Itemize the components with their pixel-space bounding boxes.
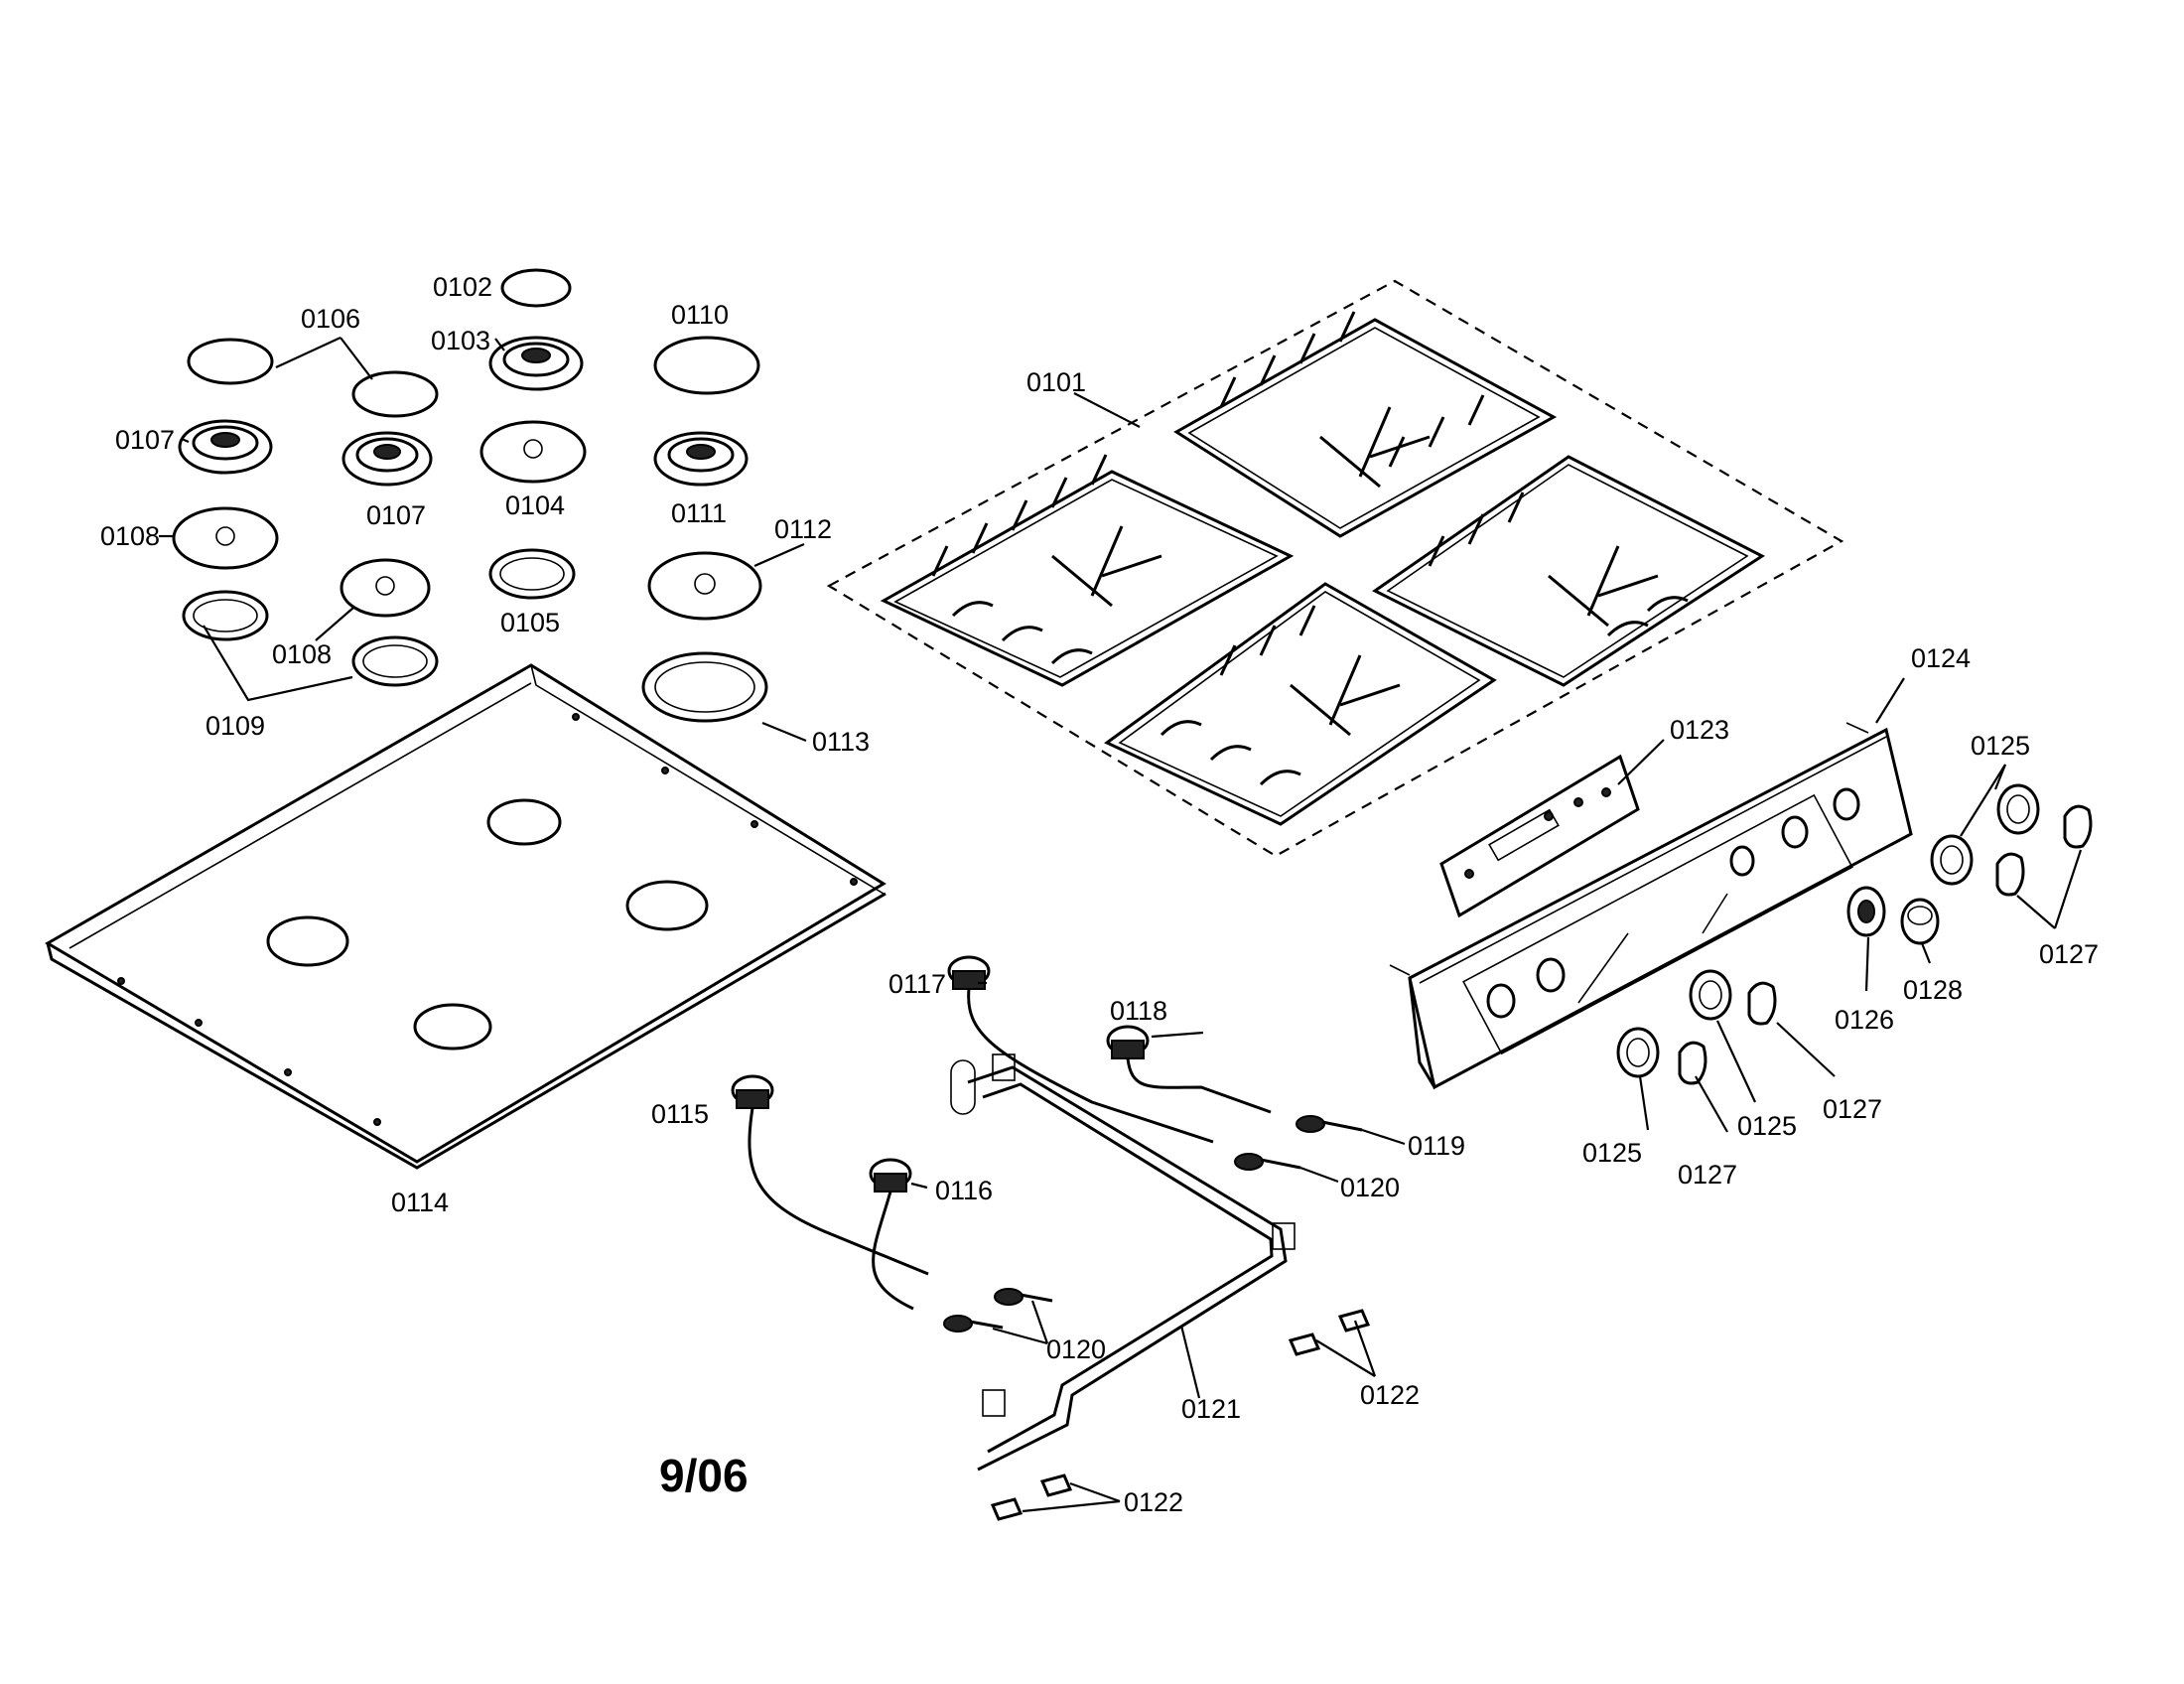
label-0127-b: 0127 — [1823, 1094, 1882, 1124]
part-0122-clip-a[interactable] — [1288, 1333, 1321, 1356]
part-0115-valve[interactable] — [731, 1074, 929, 1276]
label-0117: 0117 — [888, 969, 946, 999]
part-0125-bezel-a[interactable] — [1996, 783, 2040, 835]
label-0126: 0126 — [1835, 1005, 1894, 1035]
part-0120-orifice-left-a[interactable] — [994, 1288, 1053, 1306]
gas-system-group — [731, 955, 1371, 1521]
label-0106: 0106 — [301, 304, 360, 334]
part-0125-bezel-c[interactable] — [1689, 969, 1732, 1021]
part-0122-clip-b[interactable] — [1337, 1309, 1371, 1333]
label-0107-left: 0107 — [115, 425, 175, 455]
part-0112-spreader[interactable] — [647, 551, 762, 621]
label-0118: 0118 — [1110, 996, 1167, 1026]
label-0102: 0102 — [433, 272, 492, 302]
label-0113: 0113 — [812, 727, 870, 757]
label-0101: 0101 — [1026, 367, 1086, 397]
grate-back-left — [880, 454, 1295, 687]
date-code: 9/06 — [659, 1450, 749, 1501]
part-0121-manifold[interactable] — [950, 1053, 1296, 1472]
part-0127-knob-d[interactable] — [1678, 1041, 1707, 1085]
part-0102-cap[interactable] — [500, 268, 572, 308]
part-0120-orifice-right[interactable] — [1234, 1153, 1301, 1171]
label-0108-center: 0108 — [272, 639, 332, 669]
part-0104-spreader[interactable] — [479, 420, 587, 484]
grate-front-right — [1372, 455, 1765, 687]
part-0108-spreader-center[interactable] — [340, 558, 431, 618]
label-0127-a: 0127 — [2039, 939, 2099, 969]
label-0124: 0124 — [1911, 643, 1971, 673]
part-0113-ring[interactable] — [641, 651, 768, 723]
label-0122-right: 0122 — [1360, 1380, 1420, 1410]
part-0124-control-panel[interactable] — [1389, 722, 1913, 1090]
part-0122-clip-c[interactable] — [990, 1497, 1024, 1521]
part-0101-grates[interactable] — [826, 279, 1844, 858]
part-0123-control-board[interactable] — [1439, 754, 1640, 918]
part-0107-burner-head-left[interactable] — [178, 419, 273, 475]
burner-parts-group — [172, 268, 768, 723]
label-0125-a: 0125 — [1971, 731, 2030, 761]
knobs-group — [1616, 783, 2093, 1085]
label-0110: 0110 — [671, 300, 729, 330]
label-0116: 0116 — [935, 1176, 993, 1205]
part-0125-bezel-b[interactable] — [1930, 834, 1974, 886]
part-0105-ring[interactable] — [488, 548, 576, 600]
label-0125-c: 0125 — [1582, 1138, 1642, 1168]
part-0127-knob-c[interactable] — [1747, 981, 1777, 1026]
label-0111: 0111 — [671, 498, 727, 528]
part-0127-knob-a[interactable] — [2063, 804, 2093, 849]
label-0122-bottom: 0122 — [1124, 1487, 1183, 1517]
grate-back-right — [1173, 311, 1558, 538]
label-0107-center: 0107 — [366, 500, 426, 530]
label-0115: 0115 — [651, 1099, 709, 1129]
label-0121: 0121 — [1181, 1394, 1241, 1424]
part-0103-burner-head[interactable] — [488, 336, 584, 391]
label-0108-left: 0108 — [100, 521, 160, 551]
part-0114-cooktop-panel[interactable] — [45, 663, 887, 1170]
part-0106-cap-right[interactable] — [351, 370, 439, 418]
label-0123: 0123 — [1670, 715, 1729, 745]
part-labels: 0101 0102 0103 0106 0110 0107 0107 0104 … — [100, 272, 2099, 1517]
part-0106-cap-left[interactable] — [187, 338, 274, 385]
label-0105: 0105 — [500, 608, 560, 637]
part-0126-knob-seat[interactable] — [1846, 886, 1886, 937]
label-0104: 0104 — [505, 491, 565, 520]
label-0114: 0114 — [391, 1188, 449, 1217]
label-0109: 0109 — [205, 711, 265, 741]
label-0103: 0103 — [431, 326, 490, 355]
label-0125-b: 0125 — [1737, 1111, 1797, 1141]
part-0116-valve[interactable] — [869, 1158, 914, 1311]
label-0119: 0119 — [1408, 1131, 1465, 1161]
label-0128: 0128 — [1903, 975, 1963, 1005]
part-0117-valve[interactable] — [947, 955, 1214, 1144]
part-0128-knob[interactable] — [1900, 898, 1940, 945]
part-0125-bezel-d[interactable] — [1616, 1027, 1660, 1078]
part-0110-cap[interactable] — [653, 336, 760, 395]
part-0109-ring-left[interactable] — [182, 590, 269, 641]
label-0112: 0112 — [774, 514, 832, 544]
part-0108-spreader-left[interactable] — [172, 506, 279, 570]
label-0120-right: 0120 — [1340, 1173, 1400, 1202]
grate-front-left — [1104, 582, 1497, 826]
part-0107-burner-head-center[interactable] — [341, 431, 433, 487]
part-0119-orifice[interactable] — [1296, 1115, 1363, 1133]
part-0109-ring-center[interactable] — [351, 635, 439, 687]
part-0118-valve[interactable] — [1106, 1025, 1272, 1114]
part-0120-orifice-left-b[interactable] — [943, 1315, 1004, 1333]
part-0122-clip-d[interactable] — [1039, 1474, 1073, 1497]
leader-lines — [159, 337, 2083, 1513]
label-0127-c: 0127 — [1678, 1160, 1737, 1190]
part-0111-burner-head[interactable] — [653, 431, 749, 487]
part-0127-knob-b[interactable] — [1995, 852, 2025, 897]
label-0120-left: 0120 — [1046, 1334, 1106, 1364]
